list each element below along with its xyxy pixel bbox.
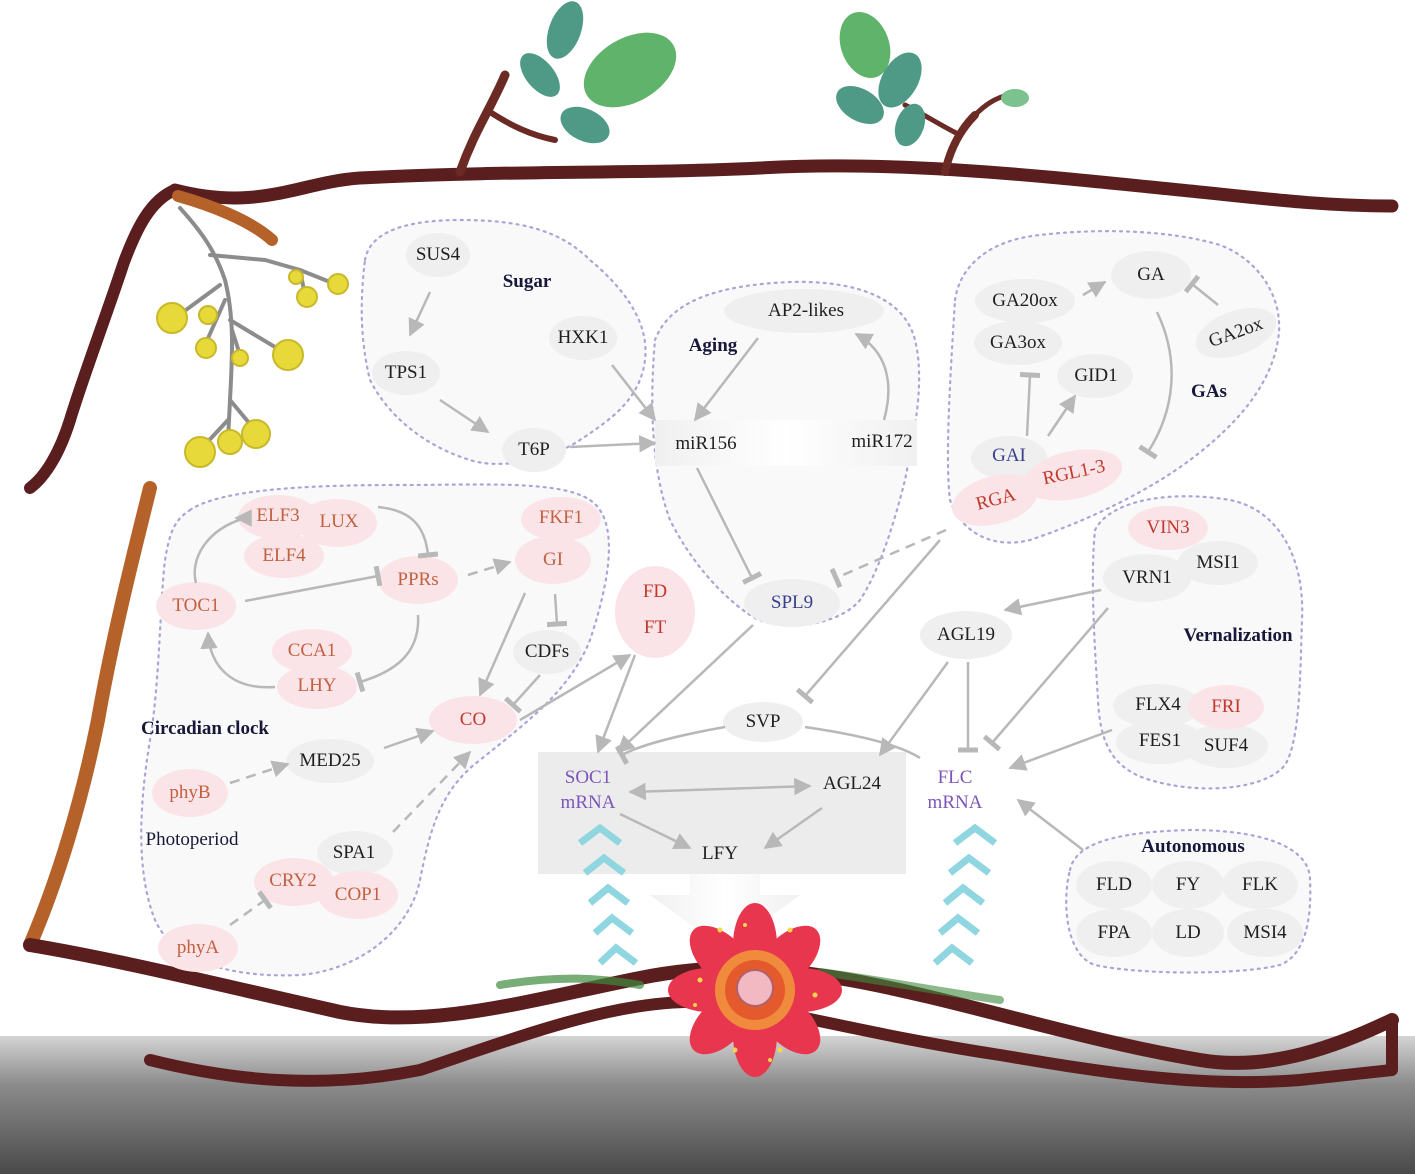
node-pprs: PPRs: [397, 569, 439, 590]
node-svp: SVP: [745, 711, 781, 732]
node-cry2: CRY2: [269, 870, 317, 891]
node-soc1-mrna: SOC1 mRNA: [561, 765, 616, 815]
node-gid1: GID1: [1074, 365, 1118, 386]
node-ga3ox: GA3ox: [990, 332, 1046, 353]
node-flc-mrna: FLC mRNA: [928, 765, 983, 815]
label-autonomous-group: Autonomous: [1141, 836, 1245, 857]
top-left-twig: [455, 1, 677, 177]
node-blobs-pink: [152, 449, 1264, 972]
node-ft: FT: [643, 617, 667, 638]
label-sugar-group: Sugar: [502, 271, 552, 292]
node-sus4: SUS4: [415, 244, 461, 265]
output-arrow: [650, 874, 800, 950]
node-lhy: LHY: [297, 675, 337, 696]
node-toc1: TOC1: [172, 595, 220, 616]
region-circadian: [140, 483, 611, 977]
top-right-twig: [836, 12, 1029, 176]
label-photoperiod-group: Photoperiod: [145, 829, 239, 850]
node-ld: LD: [1175, 922, 1201, 943]
node-flk: FLK: [1242, 874, 1278, 895]
label-vernalization-group: Vernalization: [1183, 625, 1293, 646]
node-flx4: FLX4: [1135, 694, 1181, 715]
left-chevrons: [577, 823, 639, 966]
soc1-label: SOC1: [564, 767, 612, 788]
right-chevrons: [932, 823, 998, 966]
node-gai: GAI: [992, 445, 1026, 466]
node-elf4: ELF4: [262, 545, 306, 566]
soc1-mrna-label: mRNA: [560, 792, 616, 813]
node-fld: FLD: [1096, 874, 1132, 895]
node-ap2-likes: AP2-likes: [768, 300, 844, 321]
node-spa1: SPA1: [332, 842, 376, 863]
node-spl9: SPL9: [770, 592, 814, 613]
node-vin3: VIN3: [1146, 517, 1190, 538]
node-cdfs: CDFs: [524, 641, 570, 662]
node-tps1: TPS1: [384, 362, 428, 383]
region-sugar: [360, 218, 647, 466]
node-mir172: miR172: [851, 431, 913, 452]
flc-label: FLC: [937, 767, 973, 788]
node-co: CO: [459, 709, 487, 730]
node-gi: GI: [542, 549, 564, 570]
node-fpa: FPA: [1097, 922, 1131, 943]
node-ga20ox: GA20ox: [992, 290, 1058, 311]
flc-mrna-label: mRNA: [927, 792, 983, 813]
node-vrn1: VRN1: [1122, 567, 1172, 588]
node-ga: GA: [1137, 264, 1165, 285]
node-phyb: phyB: [169, 782, 211, 803]
flower: [668, 903, 842, 1077]
node-msi4: MSI4: [1243, 922, 1287, 943]
node-hxk1: HXK1: [557, 327, 609, 348]
node-cop1: COP1: [334, 884, 382, 905]
node-fri: FRI: [1211, 696, 1241, 717]
node-lux: LUX: [319, 511, 359, 532]
label-gas-group: GAs: [1191, 381, 1227, 402]
node-fd: FD: [642, 581, 668, 602]
node-t6p: T6P: [518, 439, 550, 460]
label-circadian-group: Circadian clock: [141, 718, 269, 739]
mir-bar: [655, 420, 917, 466]
node-fes1: FES1: [1138, 730, 1182, 751]
node-agl19: AGL19: [936, 624, 996, 645]
left-fruit-branch: [173, 206, 332, 452]
node-fkf1: FKF1: [538, 507, 584, 528]
yellow-fruits: [156, 269, 349, 468]
node-elf3: ELF3: [256, 505, 300, 526]
node-suf4: SUF4: [1203, 735, 1249, 756]
node-msi1: MSI1: [1196, 552, 1240, 573]
node-fy: FY: [1175, 874, 1201, 895]
node-lfy: LFY: [702, 843, 738, 864]
edges: [193, 274, 1219, 927]
node-agl24: AGL24: [822, 773, 882, 794]
node-blobs: [286, 233, 1303, 957]
node-cca1: CCA1: [287, 640, 337, 661]
node-med25: MED25: [299, 750, 361, 771]
integration-box: [538, 752, 906, 874]
node-phya: phyA: [176, 937, 220, 958]
label-aging-group: Aging: [688, 335, 738, 356]
node-mir156: miR156: [675, 433, 737, 454]
